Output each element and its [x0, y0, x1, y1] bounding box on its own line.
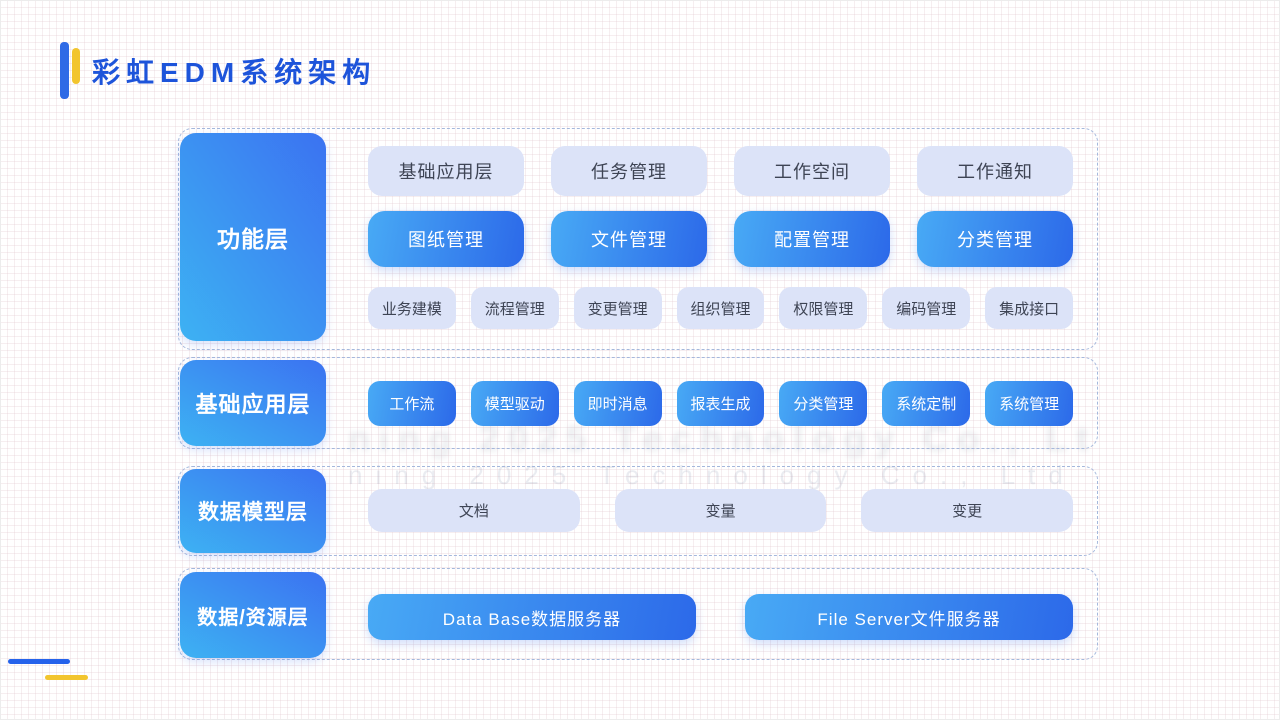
layer-label-base-app: 基础应用层	[180, 360, 326, 446]
server-box-fileserver: File Server文件服务器	[745, 594, 1073, 640]
module-box: 业务建模	[368, 287, 456, 329]
layer-label-data-model: 数据模型层	[180, 469, 326, 553]
module-box-highlight: 分类管理	[917, 211, 1073, 267]
page-title: 彩虹EDM系统架构	[92, 57, 377, 88]
base-app-layer-container	[178, 357, 1098, 449]
module-box-highlight: 配置管理	[734, 211, 890, 267]
data-model-layer-row: 文档 变量 变更	[368, 489, 1074, 532]
module-box: 变量	[614, 489, 827, 532]
function-layer-container	[178, 128, 1098, 350]
module-box-highlight: 报表生成	[676, 381, 765, 426]
module-box: 组织管理	[676, 287, 765, 329]
module-box: 流程管理	[470, 287, 559, 329]
function-layer-row-1: 基础应用层 任务管理 工作空间 工作通知	[368, 146, 1073, 196]
module-box: 权限管理	[779, 287, 868, 329]
module-box-highlight: 模型驱动	[470, 381, 559, 426]
data-resource-layer-container	[178, 568, 1098, 660]
module-box: 工作空间	[734, 146, 890, 196]
function-layer-row-3: 业务建模 流程管理 变更管理 组织管理 权限管理 编码管理 集成接口	[368, 287, 1074, 329]
module-box: 变更	[861, 489, 1074, 532]
data-resource-layer-row: Data Base数据服务器 File Server文件服务器	[368, 594, 1073, 640]
module-box-highlight: 文件管理	[551, 211, 707, 267]
function-layer-row-2: 图纸管理 文件管理 配置管理 分类管理	[368, 211, 1073, 267]
title-accent-yellow-bar	[72, 48, 80, 84]
server-box-database: Data Base数据服务器	[368, 594, 696, 640]
title-accent-blue-bar	[60, 42, 69, 99]
module-box-highlight: 图纸管理	[368, 211, 524, 267]
module-box: 变更管理	[573, 287, 662, 329]
layer-label-data-resource: 数据/资源层	[180, 572, 326, 658]
module-box-highlight: 即时消息	[573, 381, 662, 426]
footer-accent-blue-line	[8, 659, 70, 664]
footer-accent-yellow-line	[45, 675, 88, 680]
module-box-highlight: 系统管理	[985, 381, 1074, 426]
layer-label-function: 功能层	[180, 133, 326, 341]
base-app-layer-row: 工作流 模型驱动 即时消息 报表生成 分类管理 系统定制 系统管理	[368, 381, 1074, 426]
module-box: 任务管理	[551, 146, 707, 196]
module-box: 集成接口	[985, 287, 1074, 329]
module-box: 编码管理	[882, 287, 971, 329]
module-box-highlight: 工作流	[368, 381, 456, 426]
module-box: 文档	[368, 489, 580, 532]
module-box: 基础应用层	[368, 146, 524, 196]
module-box: 工作通知	[917, 146, 1073, 196]
module-box-highlight: 系统定制	[882, 381, 971, 426]
data-model-layer-container	[178, 466, 1098, 556]
module-box-highlight: 分类管理	[779, 381, 868, 426]
